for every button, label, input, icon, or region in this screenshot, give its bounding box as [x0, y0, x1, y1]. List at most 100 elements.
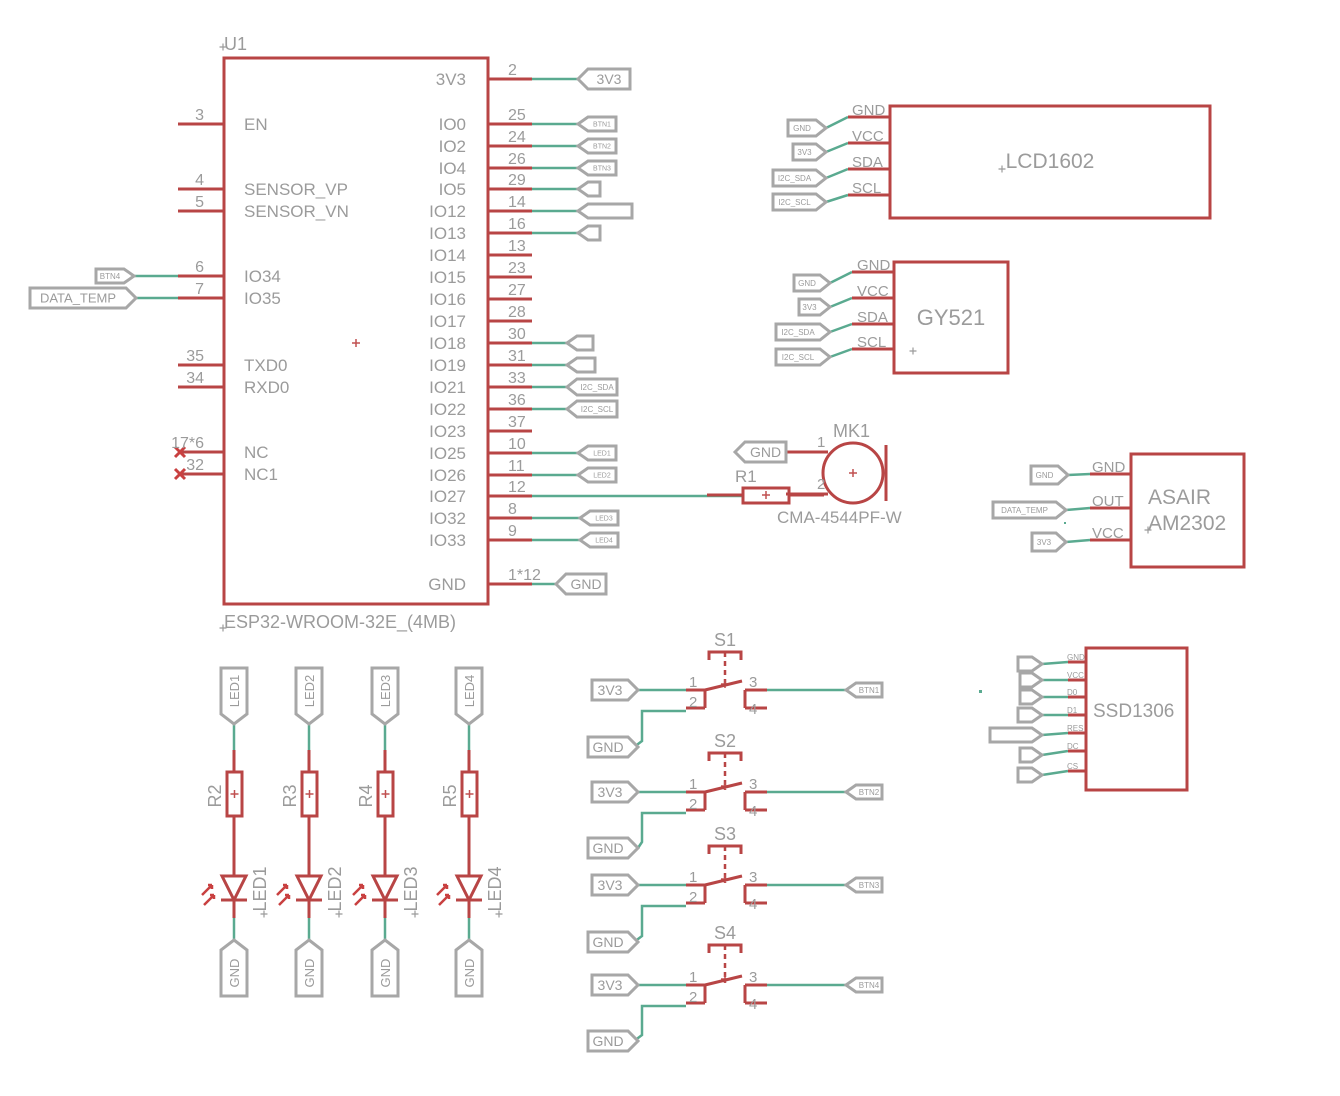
net-port-label: GND: [302, 959, 317, 988]
port-gnd: [786, 118, 829, 138]
u1-pin-number: 3: [195, 107, 204, 124]
port-unlabeled: [1016, 655, 1045, 673]
u1-pin-name: IO32: [429, 509, 466, 528]
net-port-label: 3V3: [597, 71, 622, 87]
port-led2: [575, 466, 618, 484]
origin-mark: [909, 347, 917, 355]
u1-pin-number: 2: [508, 62, 517, 79]
origin-mark: [849, 469, 857, 477]
switch-pin-number: 2: [689, 889, 697, 906]
net-port-label: GND: [378, 959, 393, 988]
port-i2c-scl: [564, 399, 619, 419]
switch-pin-number: 4: [749, 701, 757, 718]
net-port-label: LED4: [462, 675, 477, 708]
u1-ref: U1: [224, 34, 247, 54]
ssd1306-name: SSD1306: [1093, 701, 1174, 722]
gy521-pin-name: SDA: [857, 309, 888, 326]
u1-pin-number: 6: [195, 259, 204, 276]
u1-pin-name: IO21: [429, 378, 466, 397]
port-i2c-sda: [774, 322, 833, 342]
u1-pin-name: IO27: [429, 487, 466, 506]
port-i2c-scl: [771, 192, 829, 212]
u1-pin-number: 23: [508, 260, 526, 277]
u1-pin-name: IO2: [439, 137, 466, 156]
wire: [1041, 731, 1069, 737]
port-btn: [843, 976, 884, 994]
u1-pin-number: 16: [508, 216, 526, 233]
port-3v3: [590, 873, 641, 897]
net-port-label: LED4: [595, 538, 613, 545]
port-3v3: [1030, 531, 1069, 553]
led-symbol: [454, 874, 484, 904]
am2302-body: [1129, 452, 1246, 569]
net-port-label: 3V3: [802, 303, 817, 312]
u1-pin-name: IO18: [429, 334, 466, 353]
u1-pin-number: 24: [508, 129, 526, 146]
resistor-ref: R3: [280, 784, 300, 807]
led-ref: LED4: [485, 866, 505, 911]
u1-pin-name: SENSOR_VN: [244, 202, 349, 221]
net-port-label: GND: [227, 959, 242, 988]
port-i2c-sda: [771, 168, 829, 188]
u1-pin-name: IO13: [429, 224, 466, 243]
net-port-label: GND: [592, 1033, 623, 1049]
wire: [825, 167, 849, 180]
origin-mark: [352, 339, 360, 347]
u1-pin-name: IO12: [429, 202, 466, 221]
port-gnd: [1029, 464, 1071, 486]
port-btn: [843, 783, 884, 801]
u1-pin-number: 32: [186, 457, 204, 474]
port-gnd: [294, 938, 324, 998]
port-unlabeled: [575, 202, 634, 220]
switch-pin-number: 2: [689, 796, 697, 813]
gy521-pin-name: GND: [857, 257, 891, 274]
led-emission-arrows: [201, 883, 216, 906]
net-port-label: GND: [592, 934, 623, 950]
port-3v3: [590, 780, 641, 804]
net-port-label: DATA_TEMP: [40, 291, 116, 306]
net-port-label: I2C_SCL: [782, 353, 815, 362]
port-3v3: [791, 142, 829, 162]
lcd1602-name: LCD1602: [1006, 150, 1095, 173]
net-port-label: I2C_SDA: [778, 174, 812, 183]
u1-pin-name: IO17: [429, 312, 466, 331]
r1-ref: R1: [735, 467, 757, 486]
net-port-label: 3V3: [598, 784, 623, 800]
port-i2c-scl: [774, 347, 833, 367]
wire: [636, 811, 686, 849]
u1-pin-name: IO4: [439, 159, 466, 178]
net-port-label: GND: [462, 959, 477, 988]
port-unlabeled: [564, 356, 597, 374]
net-port-label: BTN3: [593, 166, 611, 173]
gy521-pin-name: VCC: [857, 283, 889, 300]
wire: [633, 709, 686, 748]
u1-pin-number: 29: [508, 172, 526, 189]
switch-pin-number: 3: [749, 969, 757, 986]
u1-pin-number: 35: [186, 348, 204, 365]
net-port-label: LED1: [227, 675, 242, 708]
port-gnd: [586, 930, 641, 954]
wire: [829, 322, 853, 334]
port-3v3: [590, 973, 641, 997]
resistor-ref: R4: [356, 784, 376, 807]
net-port-label: GND: [793, 124, 811, 133]
u1-pin-name: IO25: [429, 444, 466, 463]
port-led1: [575, 444, 618, 462]
port-led-net: [370, 666, 400, 726]
am2302-pin-name: VCC: [1092, 525, 1124, 542]
u1-pin-name: IO19: [429, 356, 466, 375]
u1-pin-number: 10: [508, 436, 526, 453]
wire: [633, 1004, 686, 1042]
port-btn: [843, 681, 884, 699]
u1-pin-number: 11: [508, 458, 525, 475]
port-data-temp: [991, 500, 1069, 520]
origin-mark: [381, 790, 390, 798]
u1-pin-number: 17*6: [171, 435, 204, 452]
lcd-pin-name: GND: [852, 102, 886, 119]
switch-ref: S4: [714, 923, 736, 943]
ssd1306-body: [1084, 646, 1189, 792]
u1-pin-number: 8: [508, 501, 517, 518]
switch-pin-number: 1: [689, 674, 697, 691]
u1-pin-number: 31: [508, 348, 526, 365]
